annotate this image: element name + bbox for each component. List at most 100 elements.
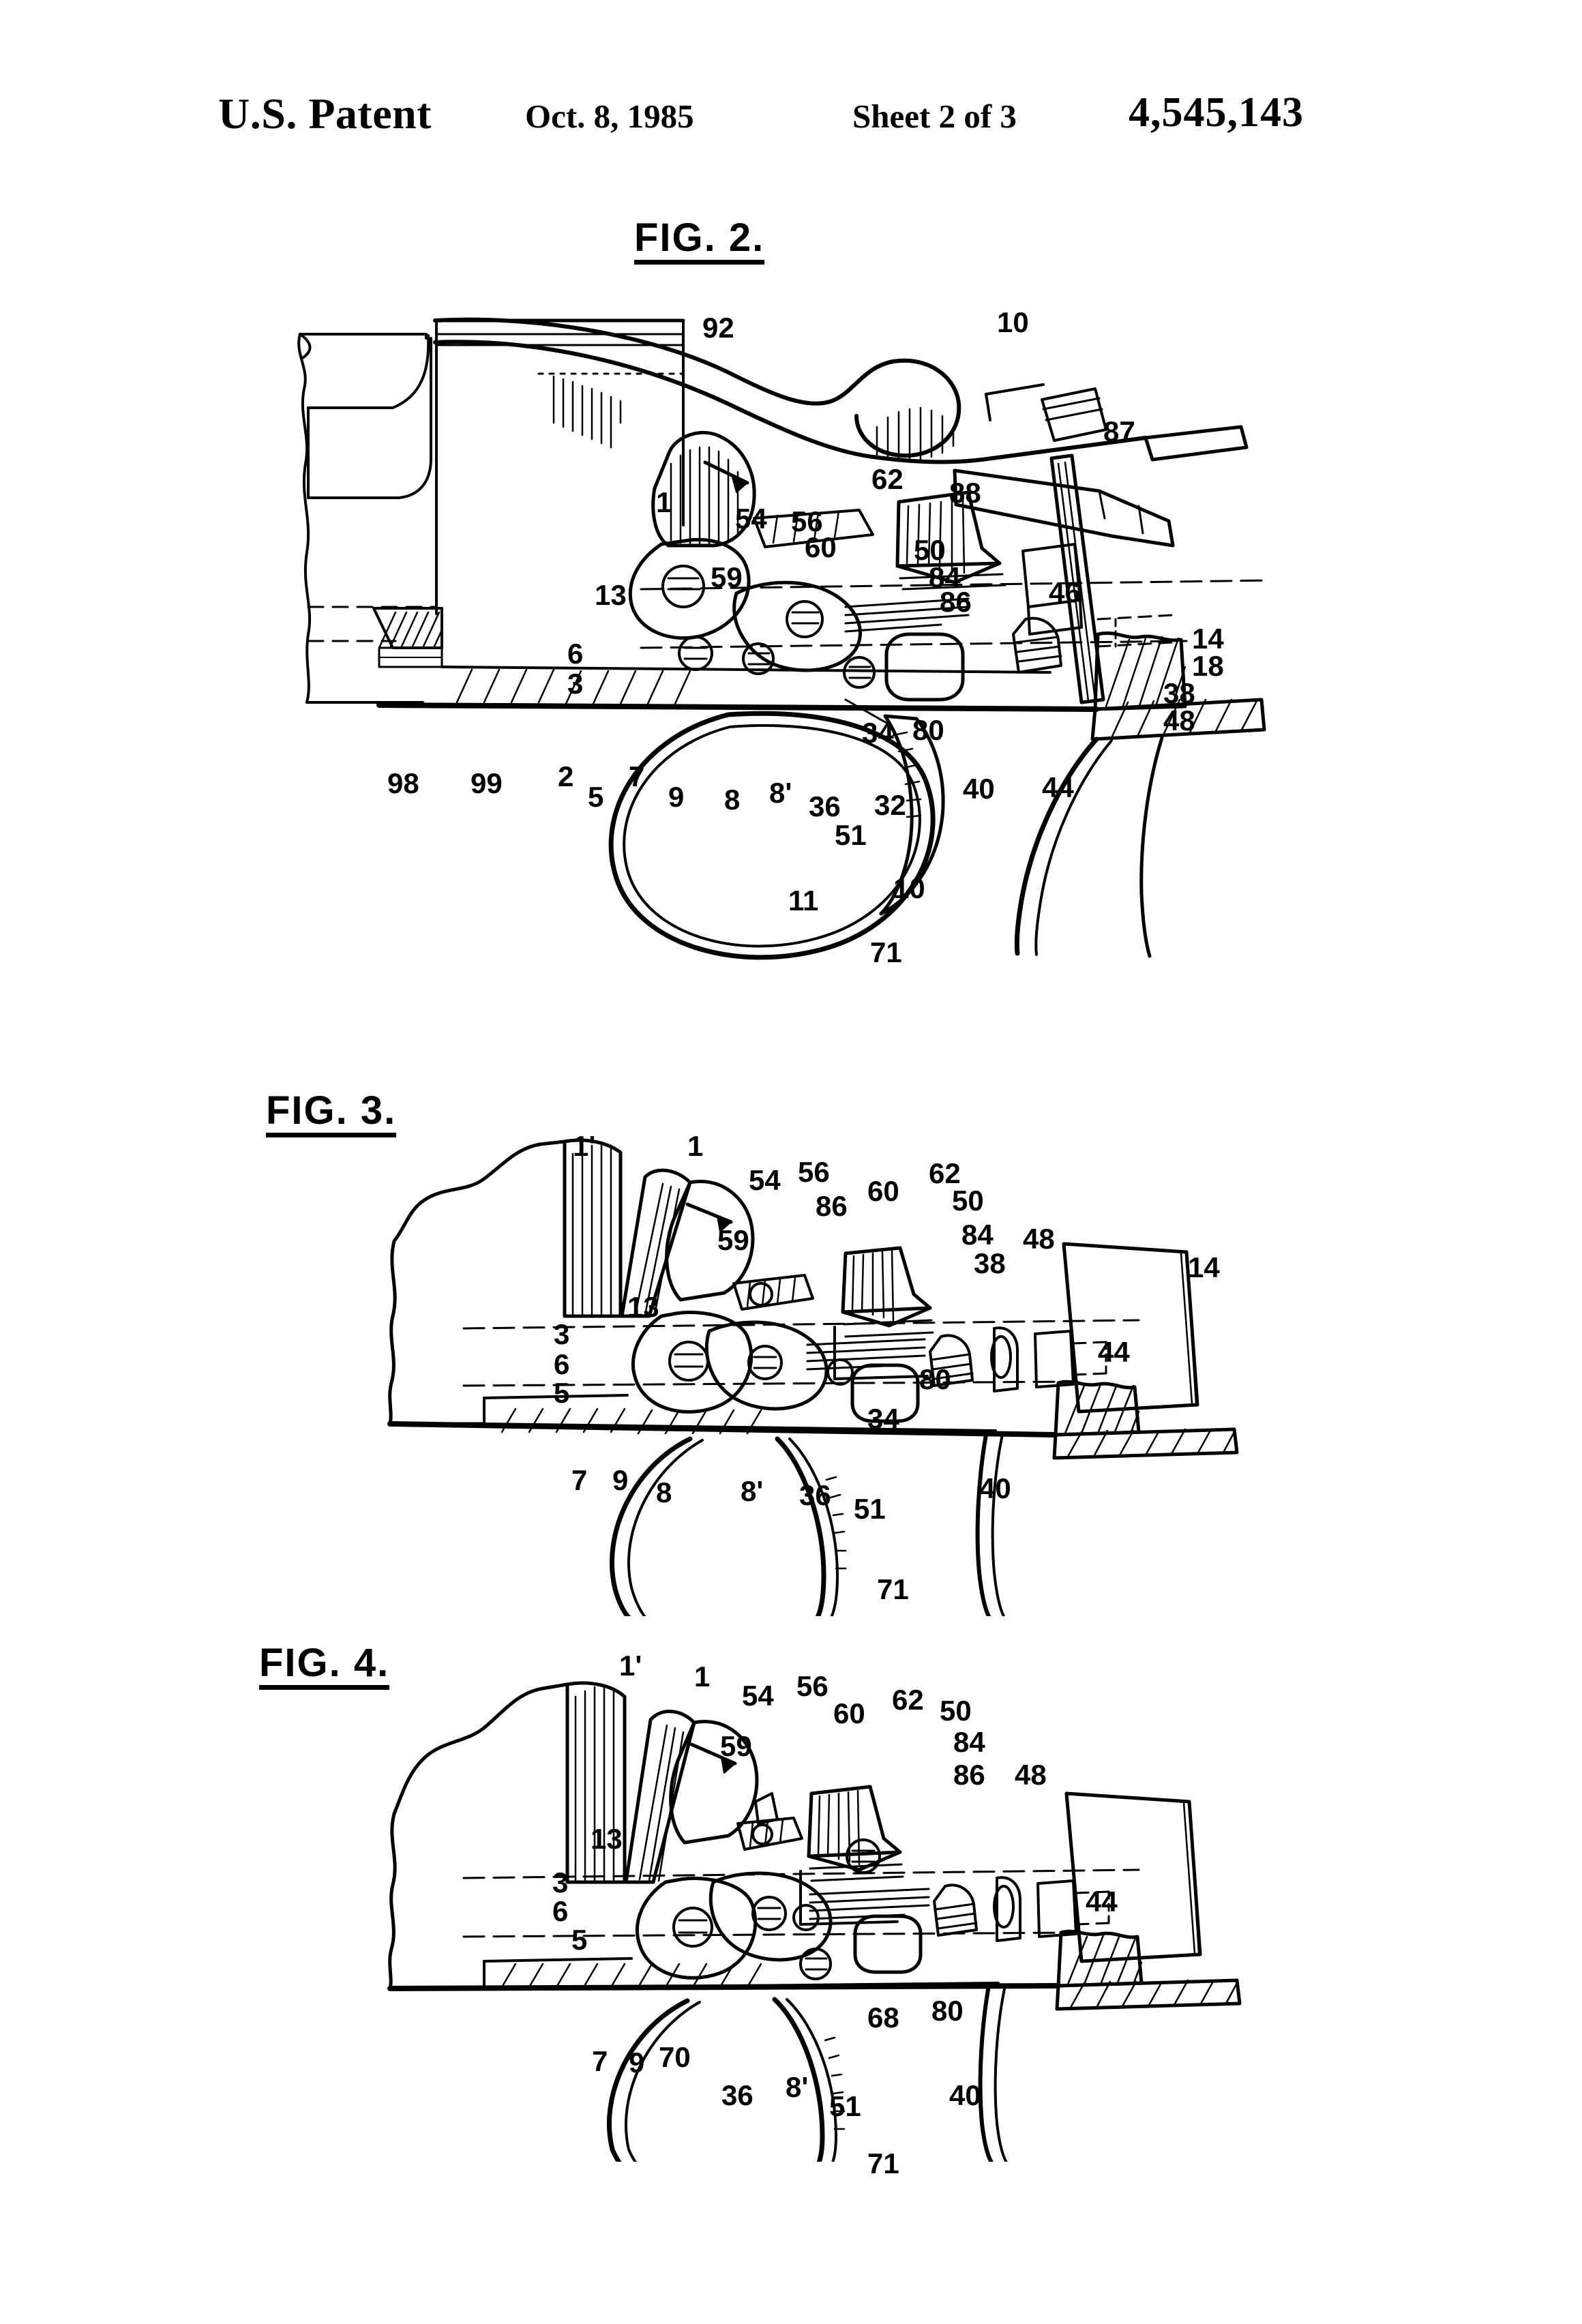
reference-numeral-fig2-6: 6: [567, 638, 584, 670]
reference-numeral-fig4-7: 7: [592, 2045, 608, 2077]
reference-numeral-fig3-59: 59: [717, 1224, 749, 1256]
reference-numeral-fig3-60: 60: [867, 1175, 899, 1207]
reference-numeral-fig2-98: 98: [387, 767, 419, 799]
reference-numeral-fig3-44: 44: [1098, 1336, 1130, 1368]
reference-numeral-fig2-71: 71: [870, 936, 902, 968]
reference-numeral-fig4-9: 9: [629, 2046, 645, 2079]
reference-numeral-fig2-48: 48: [1163, 704, 1195, 736]
reference-numeral-fig2-40: 40: [963, 773, 995, 805]
reference-numeral-fig4-36: 36: [721, 2079, 753, 2111]
reference-numeral-fig3-40: 40: [979, 1472, 1011, 1504]
reference-numeral-fig2-14: 14: [1192, 623, 1224, 655]
reference-numeral-fig4-60: 60: [833, 1697, 865, 1729]
reference-numeral-fig2-59: 59: [711, 561, 743, 593]
reference-numeral-fig3-48: 48: [1023, 1223, 1055, 1255]
reference-numeral-fig2-54: 54: [735, 503, 767, 535]
reference-numeral-fig2-92: 92: [702, 312, 734, 344]
reference-numeral-fig3-51: 51: [854, 1493, 886, 1525]
reference-numeral-fig2-51: 51: [835, 819, 867, 851]
reference-numeral-fig4-71: 71: [867, 2147, 899, 2179]
reference-numeral-fig3-14: 14: [1188, 1251, 1220, 1283]
sheet-number: Sheet 2 of 3: [852, 98, 1017, 135]
reference-numeral-fig3-5: 5: [554, 1377, 570, 1409]
reference-numeral-fig4-1: 1: [694, 1660, 711, 1693]
figure-2-drawing: [259, 293, 1268, 968]
reference-numeral-fig3-50: 50: [952, 1185, 984, 1217]
figure-3-caption: FIG. 3.: [266, 1091, 397, 1137]
reference-numeral-fig4-44: 44: [1086, 1886, 1118, 1918]
reference-numeral-fig2-99: 99: [471, 767, 503, 799]
reference-numeral-fig3-36: 36: [799, 1479, 831, 1511]
figure-4-drawing: [382, 1657, 1282, 2162]
reference-numeral-fig3-56: 56: [798, 1156, 830, 1188]
reference-numeral-fig2-3: 3: [567, 668, 584, 700]
reference-numeral-fig4-1prime: 1': [619, 1650, 642, 1682]
reference-numeral-fig4-56: 56: [796, 1670, 829, 1702]
reference-numeral-fig4-62: 62: [892, 1684, 924, 1716]
reference-numeral-fig2-62: 62: [871, 463, 904, 495]
reference-numeral-fig2-80: 80: [912, 714, 944, 746]
patent-number: 4,545,143: [1129, 89, 1304, 136]
reference-numeral-fig3-71: 71: [877, 1573, 909, 1605]
reference-numeral-fig3-6: 6: [554, 1348, 570, 1380]
reference-numeral-fig2-50: 50: [914, 534, 946, 566]
reference-numeral-fig2-18: 18: [1192, 650, 1224, 682]
reference-numeral-fig4-84: 84: [953, 1726, 985, 1758]
reference-numeral-fig3-54: 54: [749, 1164, 781, 1196]
patent-header: U.S. Patent Oct. 8, 1985 Sheet 2 of 3 4,…: [0, 89, 1582, 164]
reference-numeral-fig2-2: 2: [558, 760, 574, 792]
reference-numeral-fig2-34: 34: [862, 717, 894, 749]
reference-numeral-fig2-8prime: 8': [769, 777, 792, 809]
reference-numeral-fig4-68: 68: [867, 2001, 899, 2034]
reference-numeral-fig2-46: 46: [1049, 576, 1081, 608]
reference-numeral-fig3-34: 34: [867, 1403, 899, 1435]
reference-numeral-fig3-1prime: 1': [573, 1130, 596, 1162]
reference-numeral-fig2-56: 56: [791, 505, 823, 537]
reference-numeral-fig3-84: 84: [961, 1219, 994, 1251]
reference-numeral-fig4-48: 48: [1015, 1759, 1047, 1791]
reference-numeral-fig3-3: 3: [554, 1318, 570, 1350]
reference-numeral-fig3-80: 80: [919, 1363, 951, 1395]
reference-numeral-fig4-50: 50: [940, 1695, 972, 1727]
reference-numeral-fig2-13: 13: [595, 579, 627, 611]
reference-numeral-fig2-11: 11: [788, 884, 819, 917]
reference-numeral-fig2-7: 7: [629, 760, 645, 792]
reference-numeral-fig4-8prime: 8': [786, 2071, 809, 2103]
reference-numeral-fig4-54: 54: [742, 1680, 774, 1712]
reference-numeral-fig2-5: 5: [588, 781, 604, 813]
reference-numeral-fig4-40: 40: [949, 2079, 981, 2111]
patent-office-title: U.S. Patent: [218, 89, 432, 138]
reference-numeral-fig3-8: 8: [656, 1476, 672, 1508]
figure-2-caption: FIG. 2.: [634, 218, 765, 265]
reference-numeral-fig2-1: 1: [656, 486, 672, 518]
reference-numeral-fig2-84: 84: [929, 561, 961, 593]
reference-numeral-fig2-36: 36: [809, 790, 841, 822]
patent-issue-date: Oct. 8, 1985: [525, 98, 694, 135]
reference-numeral-fig3-7: 7: [571, 1464, 588, 1496]
reference-numeral-fig4-86: 86: [953, 1759, 985, 1791]
reference-numeral-fig3-62: 62: [929, 1157, 961, 1189]
reference-numeral-fig2-9: 9: [668, 781, 685, 813]
reference-numeral-fig3-9: 9: [612, 1464, 629, 1496]
reference-numeral-fig3-86: 86: [816, 1190, 848, 1222]
reference-numeral-fig3-8prime: 8': [741, 1475, 764, 1507]
reference-numeral-fig2-44: 44: [1042, 771, 1074, 803]
reference-numeral-fig4-59: 59: [720, 1730, 752, 1762]
reference-numeral-fig2-87: 87: [1103, 415, 1135, 447]
reference-numeral-fig2-60: 60: [805, 531, 837, 563]
reference-numeral-fig2-8: 8: [724, 784, 741, 816]
figure-3-drawing: [382, 1112, 1282, 1616]
reference-numeral-fig4-6: 6: [552, 1895, 569, 1927]
reference-numeral-fig2-38: 38: [1163, 677, 1195, 709]
reference-numeral-fig4-80: 80: [931, 1995, 964, 2027]
reference-numeral-fig2-10: 10: [997, 306, 1029, 338]
reference-numeral-fig4-3: 3: [552, 1866, 569, 1898]
figure-4-caption: FIG. 4.: [259, 1643, 390, 1690]
reference-numeral-fig3-13: 13: [627, 1291, 659, 1323]
reference-numeral-fig2-86: 86: [940, 586, 972, 618]
reference-numeral-fig3-1: 1: [687, 1130, 704, 1162]
reference-numeral-fig3-38: 38: [974, 1247, 1006, 1279]
reference-numeral-fig2-32: 32: [874, 789, 906, 821]
reference-numeral-fig4-51: 51: [829, 2090, 861, 2122]
reference-numeral-fig2-88: 88: [949, 477, 981, 509]
